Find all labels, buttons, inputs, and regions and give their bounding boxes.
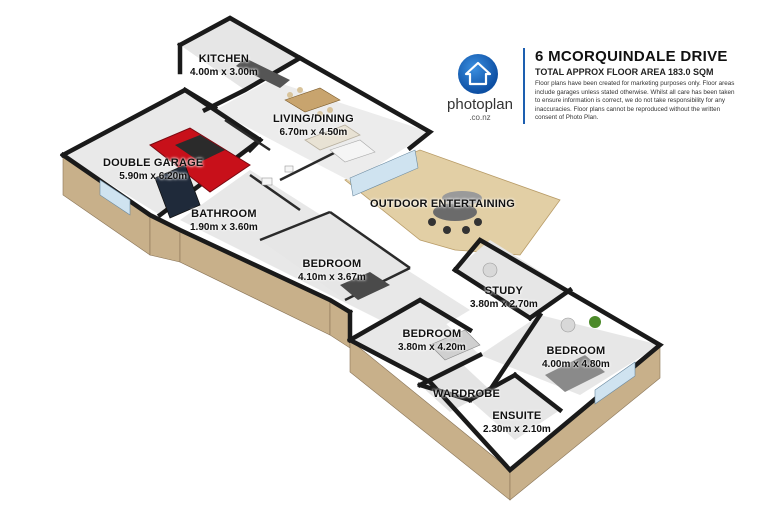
living-rug xyxy=(329,139,376,163)
room-name: STUDY xyxy=(484,285,524,297)
ensuite-floor xyxy=(470,375,560,440)
room-name: KITCHEN xyxy=(198,53,250,65)
room-label-bedroom-1: BEDROOM 4.10m x 3.67m xyxy=(298,258,366,284)
room-label-bathroom: BATHROOM 1.90m x 3.60m xyxy=(190,208,258,234)
room-dimensions: 4.00m x 4.80m xyxy=(542,359,610,370)
room-label-living: LIVING/DINING 6.70m x 4.50m xyxy=(273,113,354,139)
outdoor-table xyxy=(428,191,482,234)
room-label-kitchen: KITCHEN 4.00m x 3.00m xyxy=(190,53,258,79)
room-label-garage: DOUBLE GARAGE 5.90m x 6.20m xyxy=(103,157,203,183)
windows xyxy=(99,149,636,405)
room-dimensions: 4.10m x 3.67m xyxy=(298,272,366,283)
bath-fixtures xyxy=(261,165,294,186)
total-floor-area: TOTAL APPROX FLOOR AREA 183.0 SQM xyxy=(535,67,714,77)
room-name: LIVING/DINING xyxy=(273,113,354,125)
room-label-outdoor: OUTDOOR ENTERTAINING xyxy=(370,198,515,211)
room-label-ensuite: ENSUITE 2.30m x 2.10m xyxy=(483,410,551,436)
logo-wordmark: photoplan xyxy=(447,96,513,113)
study-chair xyxy=(482,262,498,278)
room-name: OUTDOOR ENTERTAINING xyxy=(370,198,515,210)
room-name: DOUBLE GARAGE xyxy=(103,157,204,169)
room-label-study: STUDY 3.80m x 2.70m xyxy=(470,285,538,311)
room-dimensions: 5.90m x 6.20m xyxy=(119,171,188,182)
info-divider xyxy=(523,48,525,124)
plant-icon xyxy=(589,316,601,328)
bedroom-chair xyxy=(560,317,576,333)
room-label-wardrobe: WARDROBE xyxy=(433,388,500,401)
room-name: WARDROBE xyxy=(433,388,500,400)
disclaimer-text: Floor plans have been created for market… xyxy=(535,80,735,122)
dining-table xyxy=(284,87,341,117)
living-floor xyxy=(215,80,430,182)
logo-domain: .co.nz xyxy=(469,113,491,122)
kitchen-bench xyxy=(236,58,290,88)
room-dimensions: 3.80m x 4.20m xyxy=(398,342,466,353)
room-dimensions: 4.00m x 3.00m xyxy=(190,67,258,78)
room-dimensions: 3.80m x 2.70m xyxy=(470,299,538,310)
room-dimensions: 6.70m x 4.50m xyxy=(279,127,348,138)
room-name: BEDROOM xyxy=(402,328,462,340)
sofa xyxy=(304,124,361,151)
room-label-bedroom-2: BEDROOM 3.80m x 4.20m xyxy=(398,328,466,354)
room-label-bedroom-3: BEDROOM 4.00m x 4.80m xyxy=(542,345,610,371)
house-icon xyxy=(458,54,498,94)
room-name: BEDROOM xyxy=(302,258,362,270)
study-floor xyxy=(455,240,570,318)
room-dimensions: 1.90m x 3.60m xyxy=(190,222,258,233)
room-name: BEDROOM xyxy=(546,345,606,357)
room-name: BATHROOM xyxy=(191,208,257,220)
room-name: ENSUITE xyxy=(492,410,542,422)
red-car xyxy=(149,127,251,219)
bedroom2-floor xyxy=(350,300,480,382)
room-dimensions: 2.30m x 2.10m xyxy=(483,424,551,435)
photoplan-logo: photoplan .co.nz xyxy=(440,52,516,128)
beds xyxy=(340,272,605,392)
property-address: 6 MCORQUINDALE DRIVE xyxy=(535,48,728,65)
